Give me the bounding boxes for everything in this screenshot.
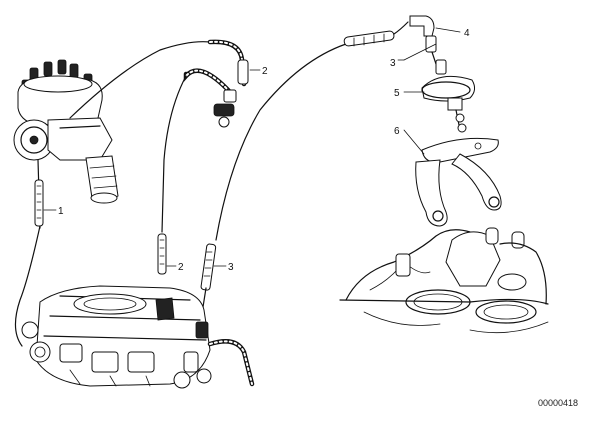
elbow-connector (409, 15, 435, 37)
callout-4: 4 (464, 28, 470, 39)
callout-3-upper: 3 (390, 58, 396, 69)
callout-1: 1 (58, 206, 64, 217)
callout-2-lower: 2 (178, 262, 184, 273)
callout-5: 5 (394, 88, 400, 99)
vacuum-diaphragm-unit (421, 59, 476, 133)
mounting-bracket (415, 137, 502, 227)
distributor (13, 59, 119, 204)
hose-segment-1 (34, 179, 44, 227)
hose-segment-3-upper (343, 30, 395, 47)
document-id: 00000418 (538, 398, 578, 408)
intake-manifold (339, 227, 549, 334)
callout-6: 6 (394, 126, 400, 137)
hose-segment-3-lower (200, 243, 217, 291)
carburetor (21, 285, 212, 389)
upper-hose-tee (183, 39, 249, 128)
callout-3-lower: 3 (228, 262, 234, 273)
callout-2-upper: 2 (262, 66, 268, 77)
